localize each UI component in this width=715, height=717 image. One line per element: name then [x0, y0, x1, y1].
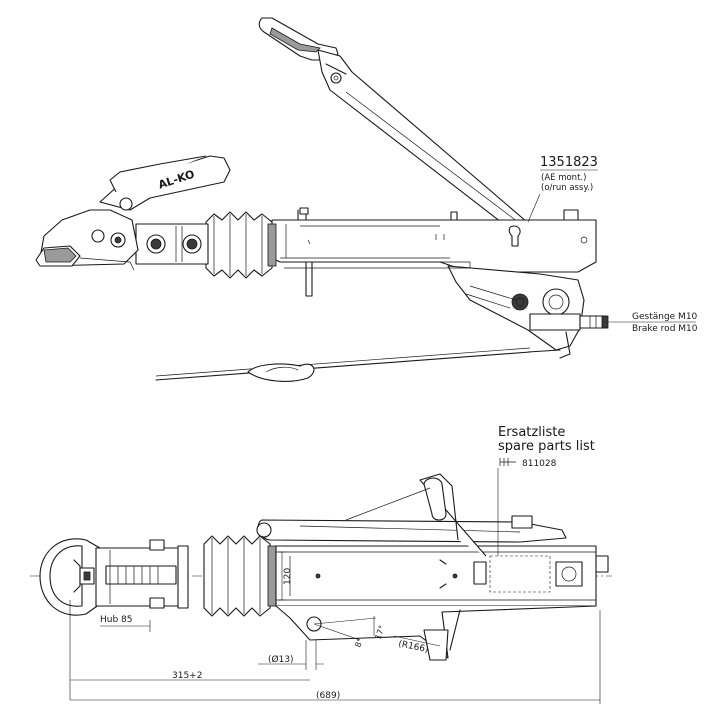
brake-rod-label-en: Brake rod M10	[632, 324, 698, 334]
spare-parts-label: Ersatzliste spare parts list 811028	[497, 425, 595, 556]
dim-height: 120	[283, 568, 293, 585]
bellows-plan	[203, 535, 277, 617]
dim-overall: (689)	[316, 691, 340, 701]
handbrake-lever	[258, 17, 528, 233]
coupling-head-plan	[39, 538, 233, 616]
bellows	[205, 211, 277, 279]
part-number: 1351823	[540, 155, 598, 170]
coupling-head: AL-KO	[35, 155, 231, 271]
part-number-label: 1351823 (AE mont.) (o/run assy.)	[527, 155, 598, 223]
brake-rod-label: Gestänge M10 Brake rod M10	[608, 312, 698, 334]
part-note-overrun: (o/run assy.)	[541, 183, 593, 193]
plan-view: Ersatzliste spare parts list 811028 Hub …	[30, 425, 612, 704]
dim-offset: 315+2	[172, 671, 202, 681]
dim-radius: (R166)	[397, 639, 429, 655]
brake-cable	[155, 347, 561, 382]
draw-tube	[135, 223, 209, 265]
dim-stroke: Hub 85	[100, 615, 133, 625]
housing-plan	[256, 473, 609, 661]
spare-parts-number: 811028	[522, 459, 557, 469]
spare-parts-title-de: Ersatzliste	[498, 425, 565, 440]
dim-diameter: (Ø13)	[268, 654, 294, 665]
brake-rod-label-de: Gestänge M10	[632, 312, 698, 322]
part-note-mounted: (AE mont.)	[541, 173, 586, 183]
spare-parts-symbol-icon	[499, 458, 516, 466]
spare-parts-title-en: spare parts list	[498, 439, 595, 454]
coupling-housing	[271, 207, 609, 359]
dim-angle-small: 8°	[353, 637, 365, 649]
side-view: AL-KO 1351823 (AE mont.) (o/run assy.) G…	[35, 17, 698, 382]
